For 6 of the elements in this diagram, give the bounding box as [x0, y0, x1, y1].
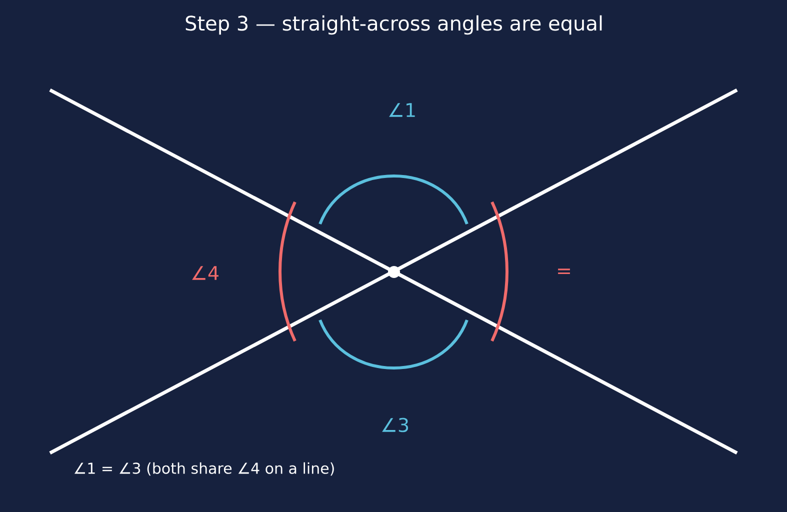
title: Step 3 — straight-across angles are equal [186, 15, 602, 35]
angle-label: ∠1 [389, 103, 415, 117]
note: ∠1 = ∠3 (both share ∠4 on a line) [74, 462, 334, 476]
equals-sign: = [558, 268, 570, 274]
angle-label: ∠3 [382, 418, 408, 432]
angle-label: ∠4 [192, 266, 218, 280]
